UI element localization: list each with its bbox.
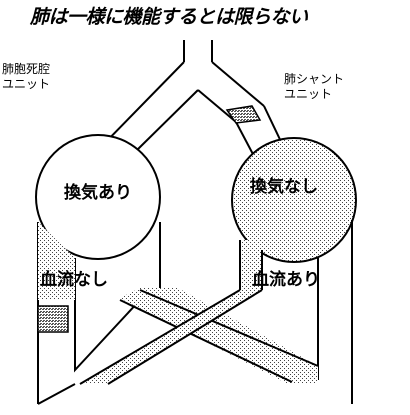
- airway: [97, 40, 286, 159]
- shunt-label-line-1: 肺シャント: [284, 72, 345, 86]
- page-title: 肺は一様に機能するとは限らない: [30, 6, 308, 28]
- dead-space-lumen: [38, 222, 75, 300]
- ventilation-label-shunt: 換気なし: [250, 177, 318, 197]
- ventilation-label-dead-space: 換気あり: [64, 183, 132, 203]
- vessel-shunt: [37, 220, 353, 405]
- shunt-label-line-2: ユニット: [284, 87, 333, 101]
- dead-space-label-line-1: 肺胞死腔: [2, 62, 51, 76]
- alveolus-dead-space: [35, 134, 161, 260]
- blood-flow-label-shunt: 血流あり: [252, 270, 320, 290]
- airway-obstruction: [225, 105, 262, 124]
- alveolus-shunt: [231, 137, 357, 263]
- dead-space-unit-label: 肺胞死腔 ユニット: [2, 62, 50, 92]
- shunt-unit-label: 肺シャント ユニット: [284, 72, 344, 102]
- dead-space-label-line-2: ユニット: [2, 77, 51, 91]
- blood-flow-label-dead-space: 血流なし: [40, 270, 108, 290]
- blood-flow-obstruction: [37, 305, 69, 333]
